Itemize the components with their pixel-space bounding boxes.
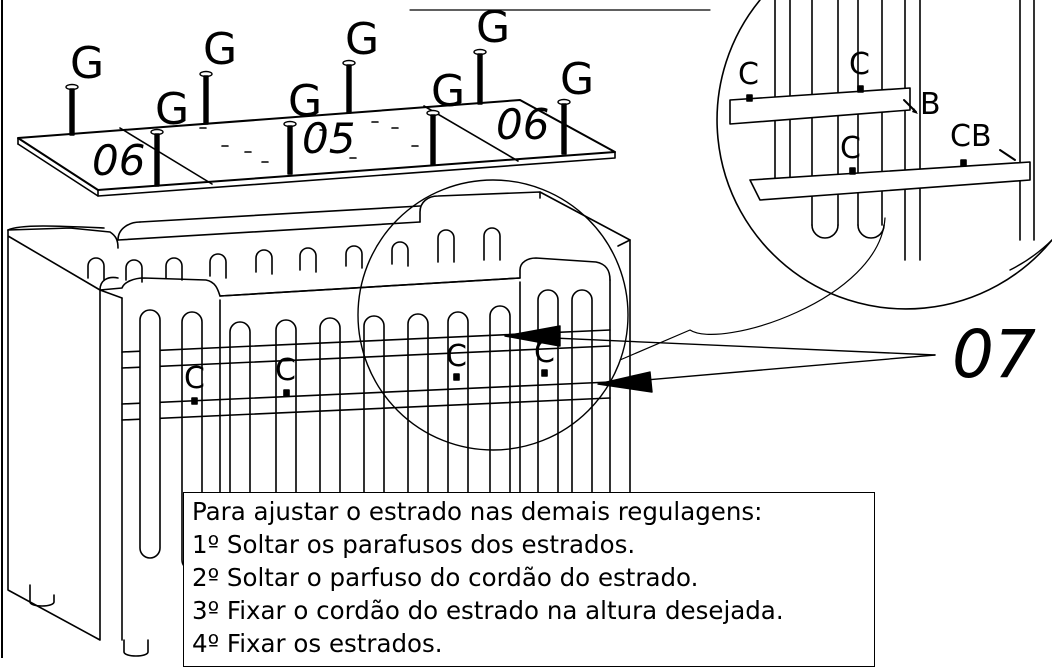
instruction-note: Para ajustar o estrado nas demais regula…	[183, 492, 875, 667]
label-c-detail-2: C	[849, 47, 870, 82]
note-line-5: 4º Fixar os estrados.	[192, 629, 443, 658]
slat-base	[17, 99, 616, 197]
note-line-2: 1º Soltar os parafusos dos estrados.	[192, 530, 636, 559]
label-c-crib-2: C	[275, 353, 296, 388]
note-line-4: 3º Fixar o cordão do estrado na altura d…	[192, 596, 784, 625]
label-cb-detail: CB	[950, 119, 992, 154]
label-g-6: G	[288, 76, 323, 127]
callout-07-arrows	[504, 325, 936, 393]
label-g-3: G	[345, 14, 380, 65]
label-part-07: 07	[952, 316, 1036, 393]
label-c-crib-1: C	[184, 361, 205, 396]
label-part-05: 05	[302, 114, 356, 163]
label-part-06-right: 06	[496, 100, 550, 149]
detail-source-circle	[357, 179, 629, 451]
detail-zoom-circle	[716, 0, 1052, 310]
label-g-2: G	[203, 24, 238, 75]
label-g-4: G	[476, 2, 511, 53]
label-c-detail-1: C	[738, 57, 759, 92]
label-g-7: G	[431, 66, 466, 117]
label-c-detail-3: C	[840, 131, 861, 166]
label-b-detail: B	[920, 87, 941, 122]
label-c-crib-3: C	[446, 339, 467, 374]
label-g-5: G	[155, 84, 190, 135]
label-c-crib-4: C	[534, 335, 555, 370]
label-g-1: G	[70, 38, 105, 89]
detail-view	[729, 0, 1035, 261]
note-line-3: 2º Soltar o parfuso do cordão do estrado…	[192, 563, 699, 592]
label-part-06-left: 06	[92, 136, 146, 185]
label-g-8: G	[560, 54, 595, 105]
note-line-1: Para ajustar o estrado nas demais regula…	[192, 497, 763, 526]
crib-body	[7, 191, 631, 657]
screws-g	[65, 48, 571, 187]
